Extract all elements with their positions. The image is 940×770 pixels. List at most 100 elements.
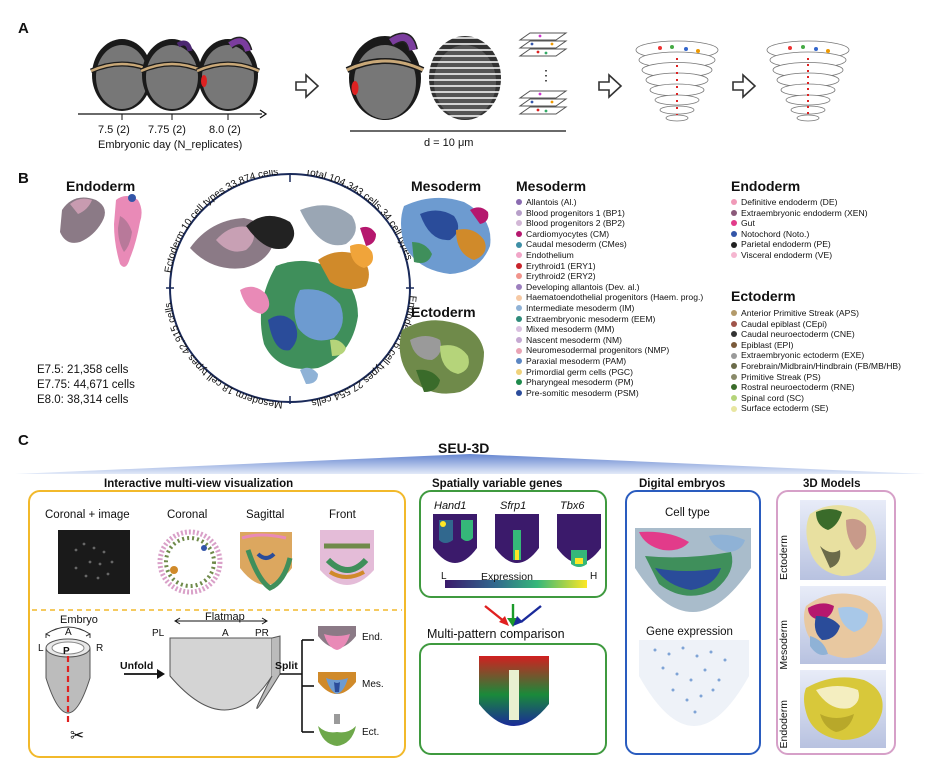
view-label: Front [329, 509, 356, 521]
legend-label: Endothelium [526, 249, 574, 260]
arrow-icon [598, 73, 623, 99]
legend-label: Spinal cord (SC) [741, 392, 805, 403]
layer-label-ectoderm: Ect. [362, 727, 380, 738]
front-view[interactable] [320, 530, 374, 585]
legend-item: Visceral endoderm (VE) [731, 250, 868, 261]
legend-swatch [516, 284, 522, 291]
legend-item: Cardiomyocytes (CM) [516, 229, 703, 240]
legend-swatch [516, 220, 522, 227]
flatmap-a-label: A [222, 628, 229, 639]
models-title: 3D Models [803, 478, 861, 490]
digital-embryos-box [625, 490, 761, 755]
expression-high-label: H [590, 571, 598, 582]
legend-item: Neuromesodermal progenitors (NMP) [516, 345, 703, 356]
legend-label: Visceral endoderm (VE) [741, 249, 833, 260]
legend-swatch [516, 241, 522, 248]
axis-a-label: A [65, 627, 72, 638]
panel-letter-c: C [18, 432, 29, 449]
seu3d-banner [15, 454, 925, 474]
cell-count-e75: E7.5: 21,358 cells [37, 364, 129, 376]
legend-item: Caudal neuroectoderm (CNE) [731, 329, 901, 340]
legend-item: Notochord (Noto.) [731, 229, 868, 240]
umap-figure: Mesoderm 18 cell types 42,915 cells Ecto… [60, 170, 491, 410]
legend-endoderm: Definitive endoderm (DE)Extraembryonic e… [731, 197, 868, 261]
layer-label-endoderm: End. [362, 632, 383, 643]
legend-label: Blood progenitors 1 (BP1) [526, 207, 625, 218]
legend-swatch [731, 199, 737, 206]
multiview-graphics [32, 529, 402, 746]
arrow-icon [732, 73, 757, 99]
gene-label-sfrp1: Sfrp1 [500, 500, 527, 512]
legend-title-ectoderm: Ectoderm [731, 288, 796, 304]
axis-p-label: P [63, 646, 70, 657]
legend-swatch [516, 347, 522, 354]
legend-item: Erythroid2 (ERY2) [516, 271, 703, 282]
legend-item: Extraembryonic endoderm (XEN) [731, 208, 868, 219]
multiview-box [28, 490, 406, 758]
legend-item: Developing allantois (Dev. al.) [516, 282, 703, 293]
legend-swatch [731, 241, 737, 248]
models-graphics [800, 500, 886, 748]
layer-icon-mesoderm [318, 672, 356, 694]
legend-label: Erythroid1 (ERY1) [526, 260, 596, 271]
svg-genes-title: Spatially variable genes [432, 478, 563, 490]
digital-embryo-cell-type[interactable] [635, 528, 751, 612]
legend-label: Caudal epiblast (CEpi) [741, 318, 827, 329]
legend-swatch [731, 342, 737, 349]
legend-label: Extraembryonic endoderm (XEN) [741, 207, 868, 218]
legend-label: Surface ectoderm (SE) [741, 403, 829, 414]
arrow-icon [295, 73, 320, 99]
svg-genes-box [419, 490, 607, 598]
legend-label: Primordial germ cells (PGC) [526, 366, 633, 377]
svg-genes-graphics [433, 514, 601, 726]
legend-swatch [731, 373, 737, 380]
unfold-label: Unfold [120, 660, 154, 672]
legend-item: Haematoendothelial progenitors (Haem. pr… [516, 292, 703, 303]
gene-map-hand1 [433, 514, 477, 563]
coronal-view[interactable] [157, 529, 223, 595]
legend-swatch [731, 331, 737, 338]
mesoderm-umap [401, 197, 491, 274]
legend-item: Definitive endoderm (DE) [731, 197, 868, 208]
legend-label: Developing allantois (Dev. al.) [526, 281, 640, 292]
legend-item: Pharyngeal mesoderm (PM) [516, 377, 703, 388]
model-label-mesoderm: Mesoderm [778, 620, 790, 670]
legend-item: Forebrain/Midbrain/Hindbrain (FB/MB/HB) [731, 361, 901, 372]
embryo-cylinder [45, 626, 91, 722]
legend-label: Notochord (Noto.) [741, 228, 810, 239]
legend-label: Neuromesodermal progenitors (NMP) [526, 345, 670, 356]
embryo-large [345, 32, 425, 120]
embryo-e80 [197, 39, 259, 111]
legend-swatch [731, 395, 737, 402]
legend-item: Epiblast (EPI) [731, 340, 901, 351]
legend-swatch [516, 209, 522, 216]
legend-item: Erythroid1 (ERY1) [516, 261, 703, 272]
legend-swatch [516, 379, 522, 386]
legend-label: Rostral neuroectoderm (RNE) [741, 382, 855, 393]
section-thickness-label: d = 10 μm [424, 137, 474, 149]
endoderm-umap-title: Endoderm [66, 178, 136, 194]
legend-swatch [516, 231, 522, 238]
legend-label: Extraembryonic ectoderm (EXE) [741, 350, 865, 361]
models-box [776, 490, 896, 755]
legend-title-mesoderm: Mesoderm [516, 178, 587, 194]
panel-a-schematic [78, 32, 850, 132]
legend-label: Parietal endoderm (PE) [741, 239, 831, 250]
digital-embryo-graphics [635, 528, 751, 726]
legend-swatch [516, 337, 522, 344]
stack-ellipsis: ⋮ [539, 67, 553, 83]
legend-swatch [516, 252, 522, 259]
digital-embryo-gene-expression[interactable] [639, 640, 749, 726]
sagittal-view[interactable] [240, 532, 293, 591]
coronal-image-view[interactable] [58, 530, 130, 594]
legend-label: Mixed mesoderm (MM) [526, 324, 615, 335]
legend-item: Nascent mesoderm (NM) [516, 335, 703, 346]
legend-label: Gut [741, 218, 755, 229]
flatmap-pl-label: PL [152, 628, 165, 639]
legend-label: Erythroid2 (ERY2) [526, 271, 596, 282]
legend-swatch [516, 294, 522, 301]
section-stack-bottom [518, 90, 568, 115]
legend-item: Blood progenitors 1 (BP1) [516, 208, 703, 219]
legend-title-endoderm: Endoderm [731, 178, 801, 194]
layer-icon-endoderm [318, 626, 356, 650]
